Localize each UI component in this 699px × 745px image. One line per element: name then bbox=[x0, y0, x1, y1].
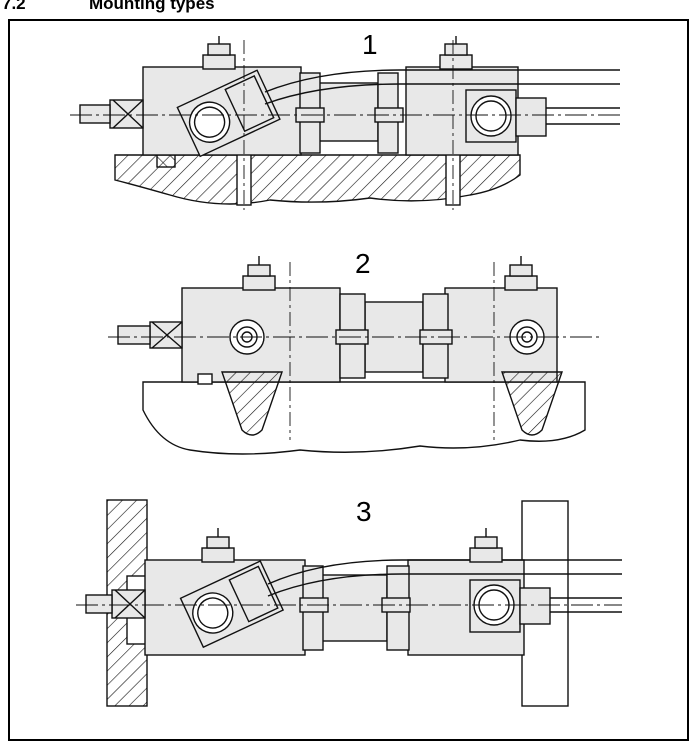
fig1-base bbox=[114, 154, 521, 205]
figure-frame bbox=[8, 19, 689, 741]
section-heading: 7.2 Mounting types bbox=[0, 0, 699, 13]
section-title: Mounting types bbox=[89, 0, 215, 13]
figure-2 bbox=[108, 256, 600, 455]
figure-label-3: 3 bbox=[356, 496, 372, 527]
figure-3 bbox=[76, 499, 622, 707]
figure-label-1: 1 bbox=[362, 29, 378, 60]
figure-label-2: 2 bbox=[355, 248, 371, 279]
figure-1 bbox=[70, 36, 620, 210]
section-number: 7.2 bbox=[2, 0, 26, 13]
